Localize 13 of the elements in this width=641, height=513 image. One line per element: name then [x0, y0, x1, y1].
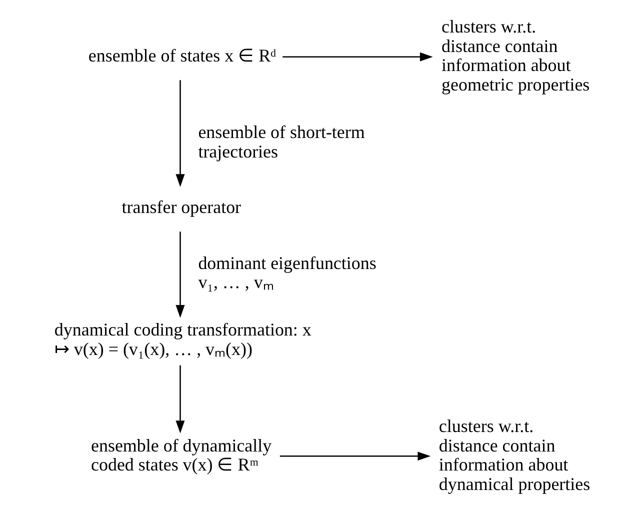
node-text: clusters w.r.t. distance contain information about geometric properties [442, 16, 590, 94]
node-text: dynamical coding transformation: x ↦ v(x) = (v₁(x), … , vₘ(x)) [54, 320, 312, 359]
arrow [280, 452, 431, 461]
arrow [282, 52, 433, 62]
node-text: ensemble of states x ∈ Rᵈ [88, 46, 276, 66]
arrow [176, 80, 185, 187]
node-text: clusters w.r.t. distance contain information about dynamical properties [438, 416, 590, 494]
edge-label: dominant eigenfunctions v₁, … , vₘ [198, 252, 376, 292]
arrow [176, 232, 185, 318]
node-text: ensemble of dynamically coded states v(x) ∈ Rᵐ [91, 435, 272, 475]
edge-label: ensemble of short-term trajectories [198, 122, 365, 162]
node-text: transfer operator [122, 197, 242, 218]
arrow [176, 365, 185, 434]
